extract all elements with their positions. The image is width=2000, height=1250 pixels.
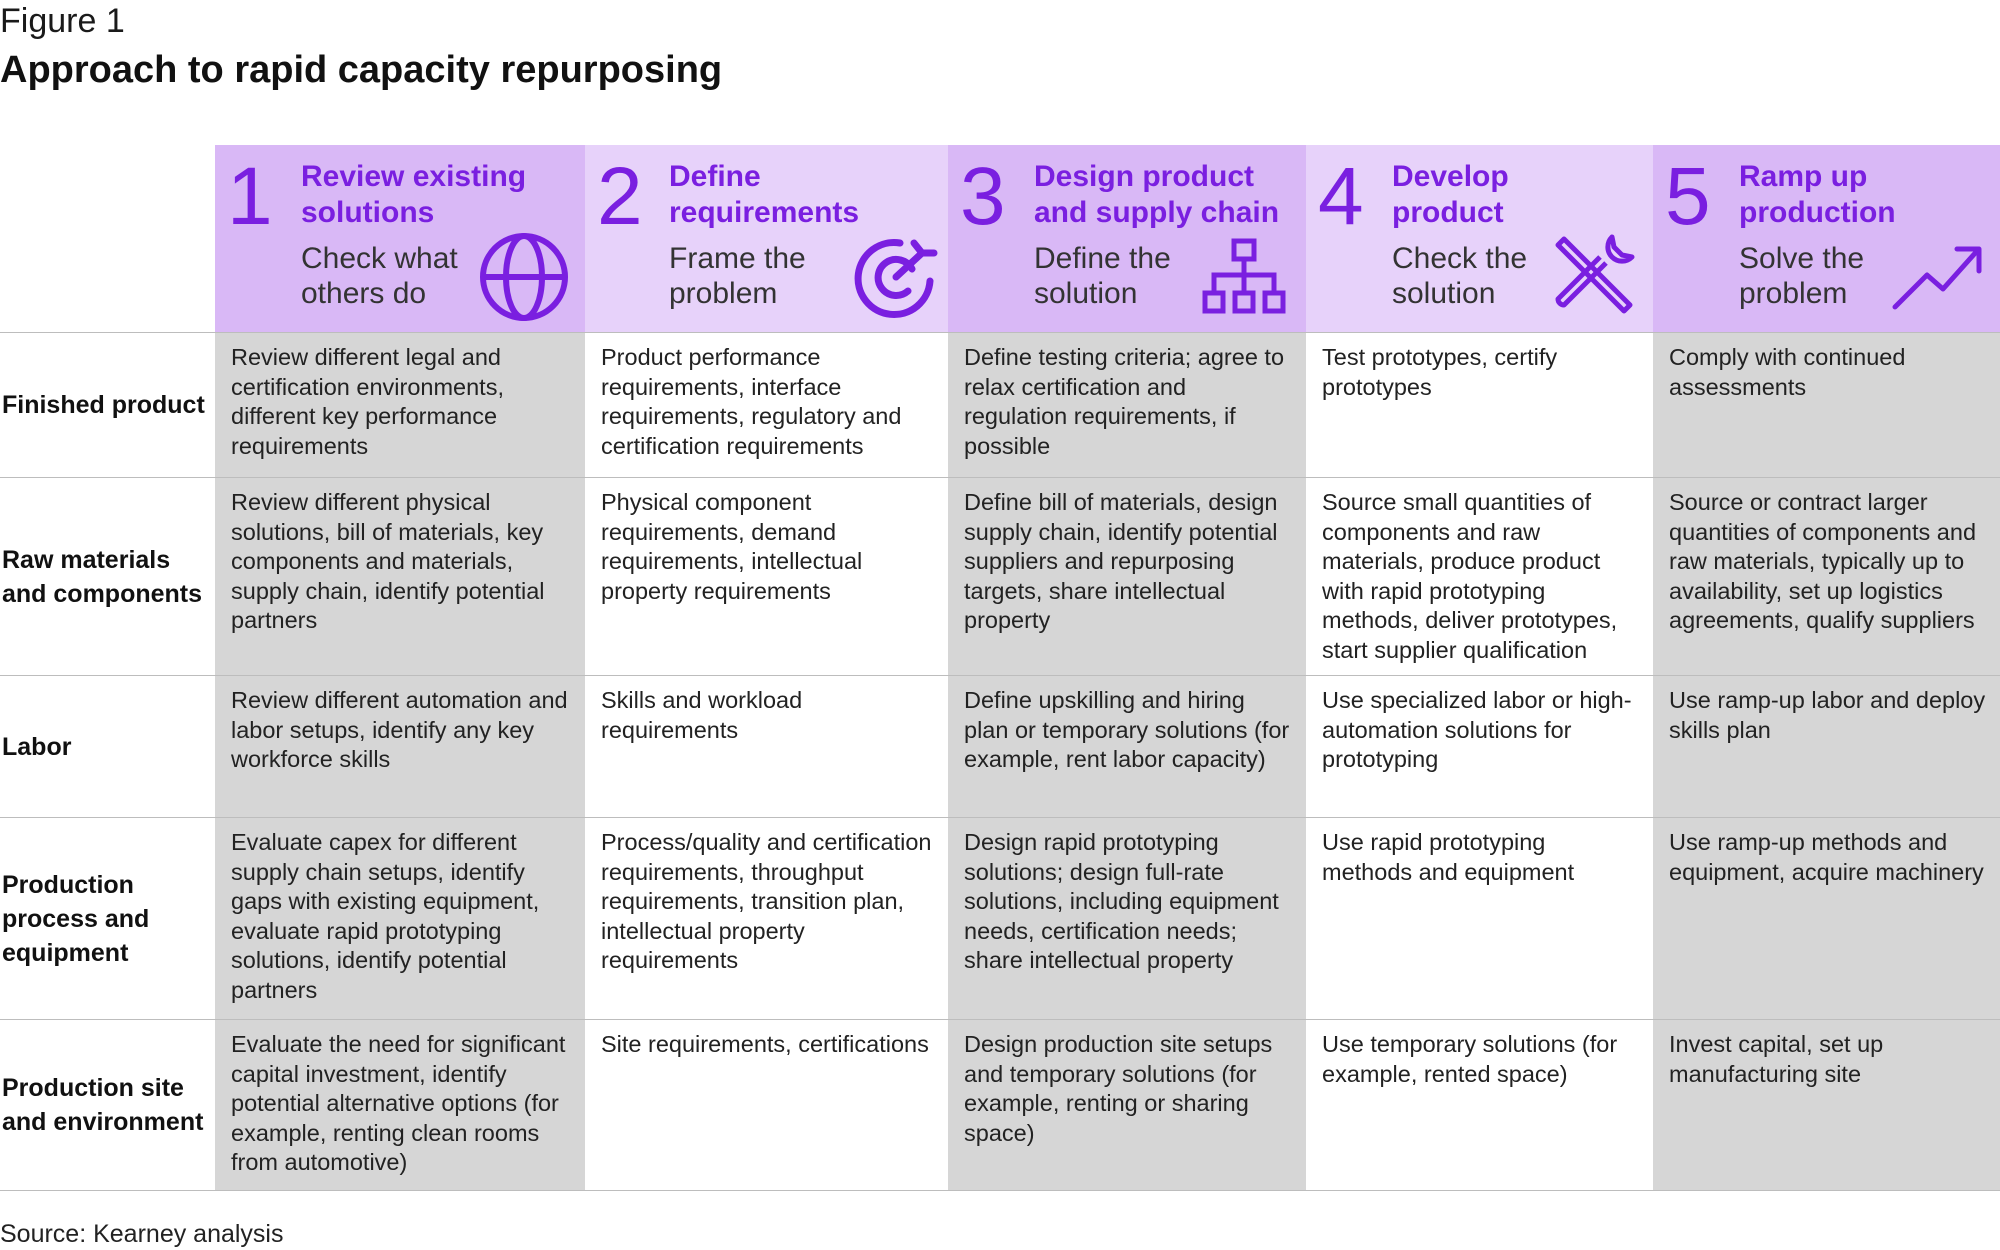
table-row-labor: Labor Review different automation and la… — [0, 675, 2000, 817]
source-note: Source: Kearney analysis — [0, 1220, 284, 1248]
table-cell: Review different legal and certification… — [215, 333, 585, 477]
table-cell: Use ramp-up methods and equipment, acqui… — [1653, 818, 2000, 1019]
table-cell: Physical component requirements, demand … — [601, 489, 863, 604]
table-cell: Use temporary solutions (for example, re… — [1322, 1031, 1618, 1087]
step-number: 4 — [1318, 151, 1364, 242]
table-cell: Define bill of materials, design supply … — [948, 478, 1306, 675]
row-label: Production process and equipment — [2, 870, 150, 967]
table-cell: Define testing criteria; agree to relax … — [948, 333, 1306, 477]
table-cell: Use rapid prototyping methods and equipm… — [1322, 829, 1575, 885]
table-cell: Evaluate capex for different supply chai… — [215, 818, 585, 1019]
row-label: Labor — [2, 732, 72, 761]
step-number: 5 — [1665, 151, 1711, 242]
table-cell: Product performance requirements, interf… — [601, 344, 902, 459]
table-cell: Review different automation and labor se… — [215, 676, 585, 817]
table-row-finished-product: Finished product Review different legal … — [0, 332, 2000, 477]
table-cell: Source or contract larger quantities of … — [1653, 478, 2000, 675]
row-label: Finished product — [2, 391, 205, 419]
table-cell: Design rapid prototyping solutions; desi… — [948, 818, 1306, 1019]
table-cell: Use ramp-up labor and deploy skills plan — [1653, 676, 2000, 817]
target-arrow-icon — [854, 239, 938, 319]
globe-icon — [480, 233, 568, 321]
table-cell: Review different physical solutions, bil… — [215, 478, 585, 675]
table-cell: Comply with continued assessments — [1653, 333, 2000, 477]
table-cell: Test prototypes, certify prototypes — [1322, 344, 1558, 400]
trend-up-icon — [1892, 246, 1982, 310]
figure-label: Figure 1 — [0, 2, 125, 40]
tools-icon — [1555, 234, 1635, 314]
table-cell: Use specialized labor or high-automation… — [1322, 687, 1632, 772]
table-cell: Design production site setups and tempor… — [948, 1020, 1306, 1190]
table-row-production-process: Production process and equipment Evaluat… — [0, 817, 2000, 1019]
table-cell: Source small quantities of components an… — [1322, 489, 1618, 663]
figure-title: Approach to rapid capacity repurposing — [0, 49, 723, 91]
table-cell: Evaluate the need for significant capita… — [215, 1020, 585, 1190]
table-cell: Site requirements, certifications — [601, 1031, 929, 1057]
step-number: 1 — [227, 151, 273, 242]
table-cell: Invest capital, set up manufacturing sit… — [1653, 1020, 2000, 1190]
row-label: Production site and environment — [2, 1074, 204, 1136]
table-cell: Process/quality and certification requir… — [601, 829, 932, 973]
table-cell: Define upskilling and hiring plan or tem… — [948, 676, 1306, 817]
table-row-raw-materials: Raw materials and components Review diff… — [0, 477, 2000, 675]
step-number: 3 — [960, 151, 1006, 242]
org-chart-icon — [1202, 238, 1286, 314]
table-cell: Skills and workload requirements — [601, 687, 803, 743]
row-label: Raw materials and components — [2, 545, 203, 608]
step-number: 2 — [597, 151, 643, 242]
table-row-production-site: Production site and environment Evaluate… — [0, 1019, 2000, 1191]
